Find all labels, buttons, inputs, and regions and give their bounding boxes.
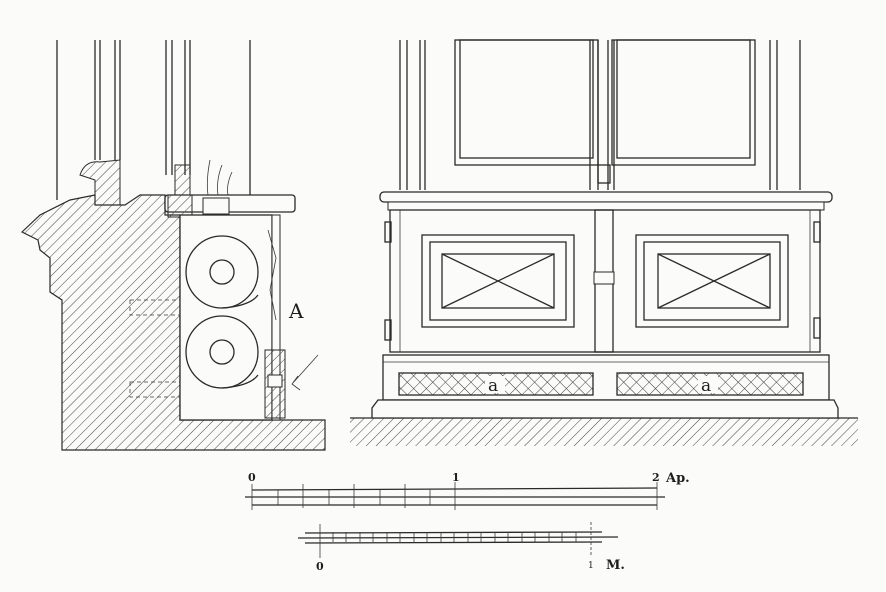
air-flow-arrows-up <box>206 159 233 196</box>
floor-hatched <box>350 418 858 446</box>
stove-body <box>179 214 273 421</box>
upper-glazed-doors <box>399 39 801 190</box>
scale-top-tick-2: 2 <box>652 471 660 484</box>
scale-top-tick-1: 1 <box>452 471 460 484</box>
mantel-slab <box>164 194 296 213</box>
scale-top-unit: Ap. <box>665 471 690 486</box>
air-flow-arrow-in <box>291 354 319 391</box>
section-view: A <box>20 40 326 451</box>
cornice <box>379 191 833 203</box>
heating-cylinders <box>185 235 259 389</box>
scale-top-tick-0: 0 <box>248 471 256 484</box>
door-panel-right <box>635 234 789 328</box>
plinth <box>371 399 839 419</box>
scale-bottom-unit: M. <box>606 558 625 573</box>
grille-label-left: a <box>488 376 498 396</box>
scale-bottom-tick-0: 0 <box>316 560 324 573</box>
label-A: A <box>288 299 304 323</box>
flue-lines <box>56 40 251 200</box>
door-latch <box>593 271 615 285</box>
scale-bar-top: 0 1 2 Ap. <box>245 471 690 510</box>
scale-bar-bottom: 0 1 M. <box>297 522 625 573</box>
elevation-view: a a <box>350 39 858 446</box>
scale-bottom-tick-1: 1 <box>588 561 594 571</box>
grille-label-right: a <box>701 376 711 396</box>
door-panel-left <box>421 234 575 328</box>
